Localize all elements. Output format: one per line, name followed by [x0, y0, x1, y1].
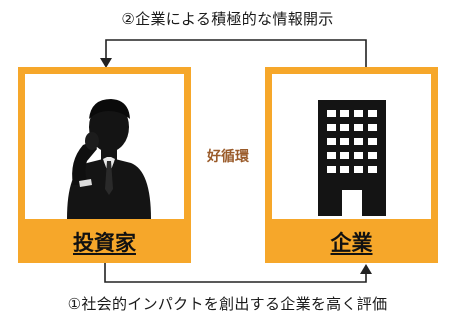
- company-label: 企業: [330, 231, 373, 255]
- company-image-area: [272, 74, 431, 219]
- top-arrowhead: [100, 58, 112, 68]
- investor-image-area: [25, 74, 184, 219]
- top-caption: ②企業による積極的な情報開示: [121, 10, 334, 28]
- investor-box: 投資家: [18, 67, 191, 263]
- investor-label: 投資家: [73, 231, 136, 255]
- bottom-arrow-line: [104, 263, 367, 283]
- office-building-icon: [318, 100, 386, 216]
- bottom-caption: ①社会的インパクトを創出する企業を高く評価: [67, 295, 388, 313]
- virtuous-cycle-label: 好循環: [207, 149, 249, 165]
- bottom-arrowhead: [360, 264, 372, 274]
- businessman-on-phone-icon: [67, 99, 151, 219]
- top-arrow-line: [105, 39, 367, 67]
- company-box: 企業: [265, 67, 438, 263]
